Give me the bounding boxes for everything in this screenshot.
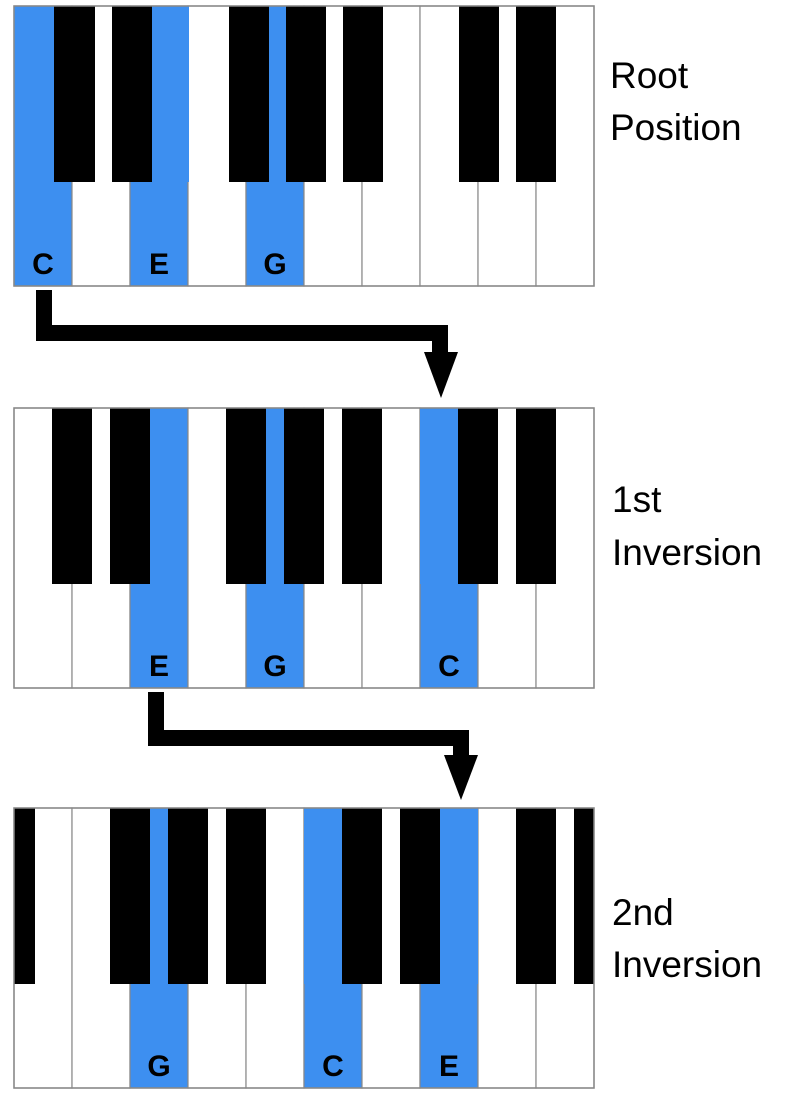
black-key [343,6,383,182]
arrow-line [36,290,448,355]
black-key [226,408,266,584]
arrow-first-to-second [148,692,478,800]
black-key [52,408,92,584]
highlight-upper-segment [440,808,478,984]
caption-first-line1: 1st [612,479,662,520]
highlight-upper-segment [14,6,54,182]
caption-root-line1: Root [610,55,689,96]
black-key [342,808,382,984]
highlight-upper-segment [150,808,168,984]
arrow-root-to-first [36,290,458,398]
note-label: G [263,650,286,683]
caption-second-line1: 2nd [612,892,674,933]
note-label: G [263,248,286,281]
note-label: G [147,1050,170,1083]
arrow-line [148,692,469,758]
black-key [229,6,269,182]
caption-second-line2: Inversion [612,944,762,985]
note-label: E [149,248,169,281]
black-key [516,6,556,182]
black-key [458,408,498,584]
note-label: E [149,650,169,683]
black-key [516,408,556,584]
black-key [110,408,150,584]
highlight-upper-segment [420,408,458,584]
keyboard-border [13,5,595,287]
note-label: E [439,1050,459,1083]
black-key [516,808,556,984]
black-key [226,808,266,984]
black-key [286,6,326,182]
black-key [400,808,440,984]
arrowhead [444,755,478,800]
caption-root-line2: Position [610,107,742,148]
black-key [112,6,152,182]
highlight-upper-segment [152,6,189,182]
note-label: C [322,1050,344,1083]
black-key [459,6,499,182]
black-key [284,408,324,584]
black-key [574,808,594,984]
black-key [110,808,150,984]
black-key [54,6,95,182]
highlight-upper-segment [304,808,342,984]
black-key [168,808,208,984]
arrowhead [424,352,458,398]
note-label: C [32,248,54,281]
keyboard-border [13,807,595,1089]
black-key [342,408,382,584]
keyboard-border [13,407,595,689]
black-key [14,808,35,984]
highlight-upper-segment [269,6,286,182]
note-label: C [438,650,460,683]
highlight-upper-segment [266,408,284,584]
caption-first-line2: Inversion [612,532,762,573]
highlight-upper-segment [150,408,187,584]
